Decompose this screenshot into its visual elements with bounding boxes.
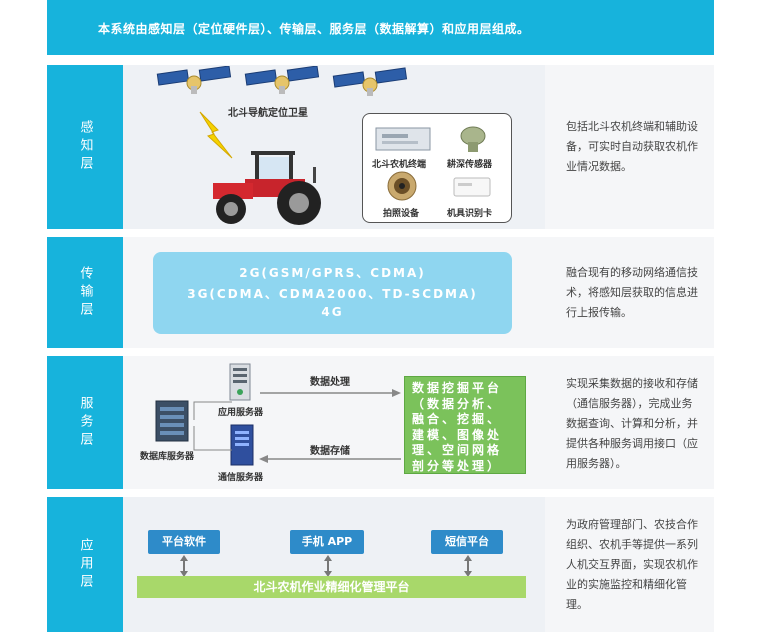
satellite-label: 北斗导航定位卫星 bbox=[228, 108, 308, 119]
service-layer-label: 服务层 bbox=[47, 356, 123, 489]
application-layer-label: 应用层 bbox=[47, 497, 123, 632]
app-server-label: 应用服务器 bbox=[218, 408, 264, 418]
platform-software-button: 平台软件 bbox=[148, 530, 220, 554]
double-arrow-icon bbox=[324, 555, 332, 577]
device-label: 耕深传感器 bbox=[447, 160, 493, 170]
data-mining-box bbox=[404, 376, 526, 474]
satellite-icon bbox=[244, 66, 320, 94]
satellite-group bbox=[156, 66, 408, 96]
app-server-icon bbox=[229, 363, 251, 401]
signal-lightning-icon bbox=[199, 111, 233, 159]
double-arrows bbox=[180, 555, 472, 577]
tractor-icon bbox=[213, 151, 321, 225]
process-label: 数据处理 bbox=[310, 377, 350, 388]
header-text: 本系统由感知层（定位硬件层）、传输层、服务层（数据解算）和应用层组成。 bbox=[98, 22, 530, 36]
database-server-icon bbox=[155, 400, 189, 442]
transmission-layer-description: 融合现有的移动网络通信技术，将感知层获取的信息进行上报传输。 bbox=[566, 266, 698, 319]
network-line: 3G(CDMA、CDMA2000、TD-SCDMA) bbox=[187, 287, 478, 301]
double-arrow-icon bbox=[464, 555, 472, 577]
application-layer-content bbox=[123, 497, 545, 632]
process-arrow bbox=[260, 389, 401, 397]
header-banner bbox=[47, 0, 714, 55]
mobile-app-button: 手机 APP bbox=[290, 530, 364, 554]
terminal-device-icon bbox=[375, 127, 431, 151]
device-label: 拍照设备 bbox=[383, 209, 420, 219]
id-card-icon bbox=[453, 177, 491, 197]
device-label: 北斗农机终端 bbox=[372, 160, 427, 170]
network-line: 2G(GSM/GPRS、CDMA) bbox=[239, 266, 426, 280]
comm-server-icon bbox=[230, 424, 254, 466]
perception-layer-description: 包括北斗农机终端和辅助设备，可实时自动获取农机作业情况数据。 bbox=[566, 120, 698, 173]
transmission-layer-label: 传输层 bbox=[47, 237, 123, 348]
network-box bbox=[153, 252, 512, 334]
device-label: 机具识别卡 bbox=[447, 209, 493, 219]
application-layer-description: 为政府管理部门、农技合作组织、农机手等提供一系列人机交互界面，实现农机作业的实施… bbox=[566, 518, 698, 611]
satellite-icon bbox=[332, 67, 408, 96]
depth-sensor-icon bbox=[460, 126, 486, 152]
comm-server-label: 通信服务器 bbox=[218, 473, 264, 483]
sms-platform-button: 短信平台 bbox=[431, 530, 503, 554]
data-mining-text: 数据挖掘平台 （数据分析、 融合、挖掘、 建模、图像处 理、空间网格 剖分等处理… bbox=[412, 381, 503, 473]
double-arrow-icon bbox=[180, 555, 188, 577]
store-arrow bbox=[259, 455, 401, 463]
camera-device-icon bbox=[387, 171, 417, 201]
perception-layer-label: 感知层 bbox=[47, 65, 123, 229]
service-layer-description: 实现采集数据的接收和存储（通信服务器），完成业务数据查询、计算和分析，并提供各种… bbox=[566, 377, 698, 470]
management-platform-bar: 北斗农机作业精细化管理平台 bbox=[137, 576, 526, 598]
service-connectors bbox=[193, 389, 401, 463]
network-line: 4G bbox=[321, 305, 344, 319]
store-label: 数据存储 bbox=[310, 446, 350, 457]
database-server-label: 数据库服务器 bbox=[140, 452, 195, 462]
satellite-icon bbox=[156, 66, 232, 94]
